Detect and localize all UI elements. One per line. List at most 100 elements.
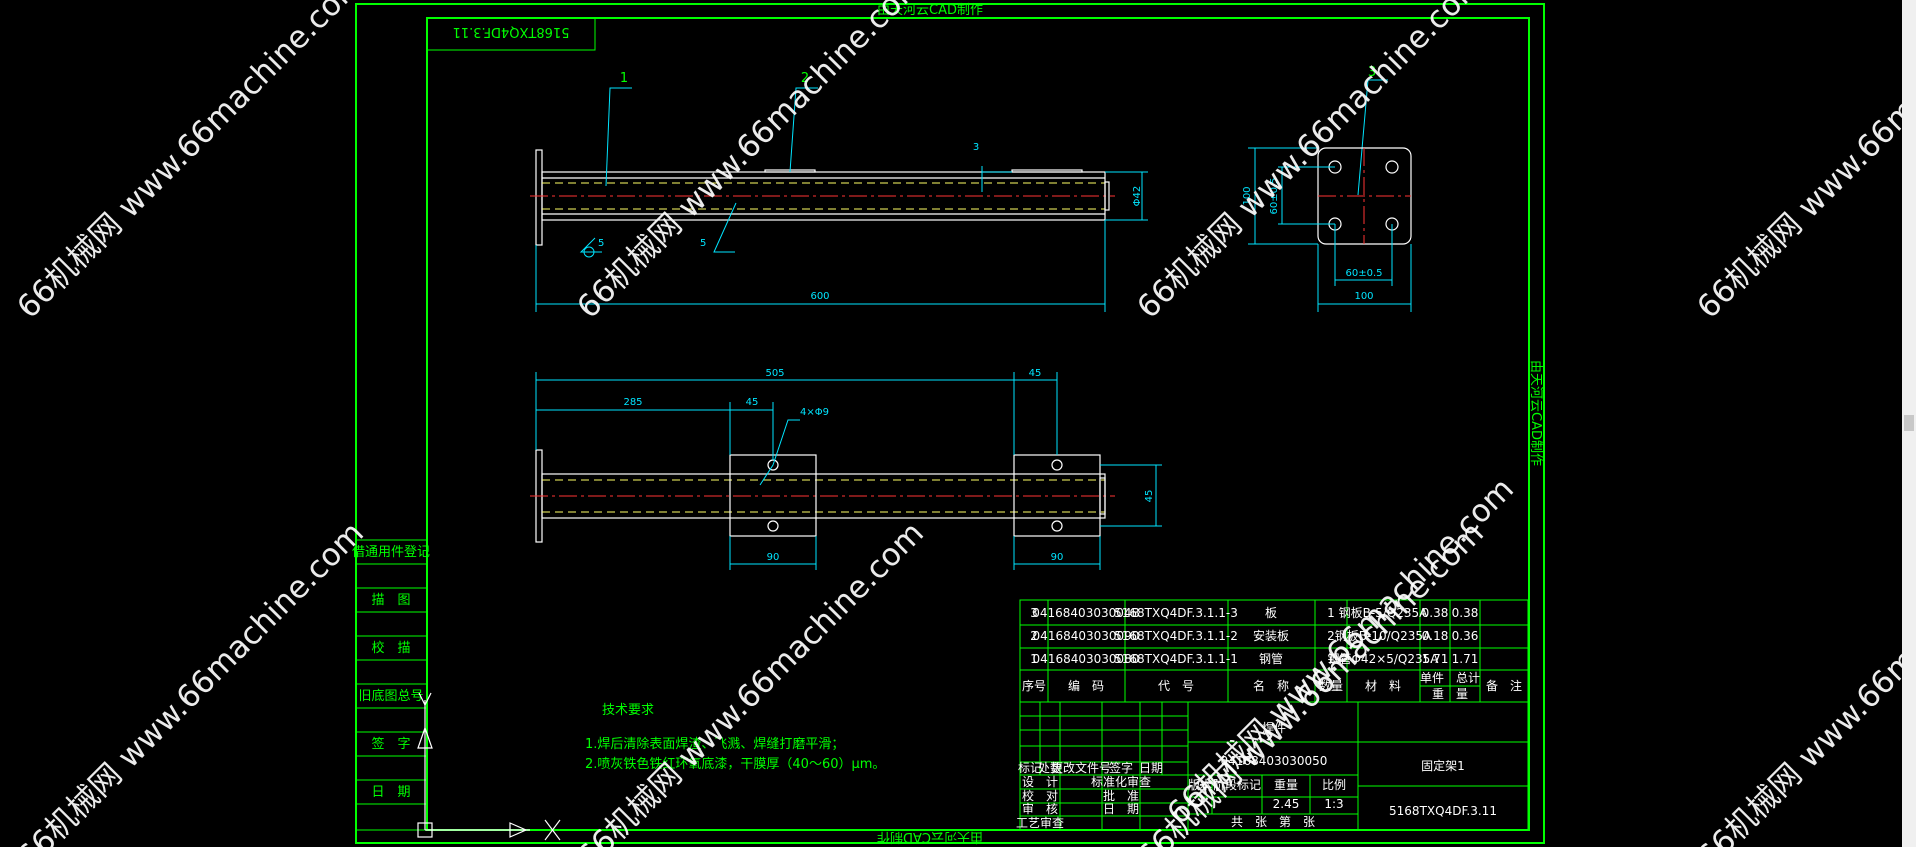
balloon-3: 3 (1368, 65, 1376, 80)
bom-table (1019, 599, 1529, 703)
bom-h-code: 编 码 (1068, 678, 1104, 693)
bom-h-unit-total: 单件 总计 (1420, 671, 1480, 685)
top-view-dims (535, 372, 1162, 570)
dim-90b: 90 (1051, 552, 1064, 563)
ucs-icon (417, 692, 561, 841)
tb-row-3: 签字 (1109, 760, 1133, 775)
left-column-table (355, 539, 428, 831)
left-col-4: 签 字 (371, 736, 410, 752)
bom-h-no: 序号 (1022, 678, 1046, 693)
left-col-5: 日 期 (371, 785, 410, 800)
dim-45-top: 45 (1029, 368, 1042, 379)
tb-row-1: 处数 (1038, 760, 1062, 775)
side-note: 由天河云CAD制作 (1528, 360, 1543, 466)
weld-b: 5 (700, 238, 706, 249)
dim-plate-w: 100 (1354, 291, 1373, 302)
tb-sheet: 共 张 第 张 (1231, 815, 1315, 829)
tech-line1: 1.焊后清除表面焊渣、飞溅、焊缝打磨平滑； (585, 736, 844, 752)
outer-frame (355, 3, 1545, 844)
dim-90a: 90 (767, 552, 780, 563)
tb-role2-0: 标准化审查 (1091, 774, 1151, 789)
tb-col-1: 阶段标记 (1213, 777, 1261, 792)
bom-0-name: 板 (1265, 606, 1277, 620)
watermark: 66机械网 www.66machine.com (570, 515, 931, 847)
dim-45-mid: 45 (746, 397, 759, 408)
top-view (530, 449, 1115, 543)
left-col-3: 旧底图总号 (358, 688, 423, 704)
title-block (1019, 701, 1529, 831)
left-col-1: 描 图 (371, 593, 410, 608)
watermarks: 66机械网 www.66machine.com 66机械网 www.66mach… (10, 0, 1902, 847)
front-view (530, 149, 1115, 246)
bom-1-qty: 2 (1327, 629, 1335, 643)
left-column-lines (356, 563, 427, 805)
part-code: 04168403030050 (1221, 754, 1328, 768)
tb-col-3: 比例 (1322, 778, 1346, 792)
balloon-2: 2 (801, 71, 809, 86)
bom-1-material: 钢板B-10/Q235A (1335, 629, 1432, 643)
drawing-no: 5168TXQ4DF.3.11 (1389, 804, 1497, 818)
bom-2-qty: 1 (1327, 652, 1335, 666)
bom-h-drawing: 代 号 (1158, 679, 1194, 693)
bom-0-code: 0416840303004B (1032, 606, 1139, 620)
left-col-0: 借通用件登记 (352, 545, 430, 560)
bom-2-material: 钢管Φ42×5/Q235A (1327, 651, 1439, 666)
dim-285: 285 (623, 397, 642, 408)
header-note: 由天河云CAD制作 (877, 3, 983, 18)
tb-role2-2: 日 期 (1103, 802, 1139, 816)
tb-role-1: 校 对 (1022, 788, 1058, 803)
tb-col-2: 重量 (1274, 778, 1298, 792)
dim-505: 505 (765, 368, 784, 379)
bom-2-drawing: 5168TXQ4DF.3.1.1-1 (1114, 652, 1238, 666)
vertical-scrollbar[interactable] (1902, 0, 1916, 847)
tb-role-2: 审 核 (1022, 801, 1058, 816)
tb-role-3: 工艺审查 (1016, 815, 1064, 830)
dim-plate-h: 100 (1242, 186, 1253, 205)
inner-frame (426, 17, 1530, 831)
watermark: 66机械网 www.66machine.com (1130, 0, 1491, 326)
watermark: 66机械网 www.66machine.com (10, 515, 371, 847)
bom-h-material: 材 料 (1365, 679, 1401, 693)
bom-h-qty: 数量 (1319, 678, 1343, 693)
bom-0-qty: 1 (1327, 606, 1335, 620)
tb-col-0: 版本 (1188, 778, 1212, 792)
bom-2-total: 1.71 (1452, 652, 1479, 666)
bom-1-code: 04168403030090 (1033, 629, 1140, 643)
dim-dia42: Φ42 (1132, 186, 1143, 207)
part-name: 固定架1 (1421, 758, 1465, 773)
watermark: 66机械网 www.66machine.com (1690, 0, 1902, 326)
bom-h-name: 名 称 (1253, 678, 1289, 693)
bom-h-weight: 重 量 (1432, 687, 1468, 701)
left-col-2: 校 描 (371, 640, 410, 656)
watermark: 66机械网 www.66machine.com (10, 0, 371, 326)
dim-3: 3 (973, 142, 979, 153)
side-view-plate (1317, 147, 1412, 245)
part-type: 焊件 (1262, 720, 1286, 735)
bom-1-no: 2 (1030, 629, 1038, 643)
tb-role-0: 设 计 (1022, 775, 1058, 789)
dim-holes: 4×Φ9 (800, 407, 829, 418)
bom-1-name: 安装板 (1253, 628, 1289, 643)
tb-weight: 2.45 (1273, 797, 1300, 811)
tb-row-4: 日期 (1139, 761, 1163, 775)
dim-45-right: 45 (1144, 490, 1155, 503)
side-view-dims (1248, 147, 1412, 312)
bom-0-no: 3 (1030, 606, 1038, 620)
scrollbar-thumb[interactable] (1904, 415, 1914, 431)
bom-2-no: 1 (1030, 652, 1038, 666)
code-box-text: 5168TXQ4DF.3.11 (453, 24, 570, 39)
front-view-dims (535, 166, 1148, 312)
watermark: 66机械网 www.66machine.com (570, 0, 931, 326)
bom-0-material: 钢板B-5/Q235A (1339, 606, 1429, 620)
leaders (579, 79, 1388, 258)
tech-title: 技术要求 (602, 703, 654, 718)
balloon-1: 1 (620, 71, 628, 86)
tb-row-0: 标记 (1018, 761, 1042, 775)
bom-1-drawing: 5168TXQ4DF.3.1.1-2 (1114, 629, 1238, 643)
tb-scale: 1:3 (1324, 797, 1343, 811)
dim-plate-w2: 60±0.5 (1345, 268, 1382, 279)
tech-line2: 2.喷灰铁色铁红环氧底漆，干膜厚（40～60）μm。 (585, 756, 885, 772)
bom-1-unit: 0.18 (1422, 629, 1449, 643)
